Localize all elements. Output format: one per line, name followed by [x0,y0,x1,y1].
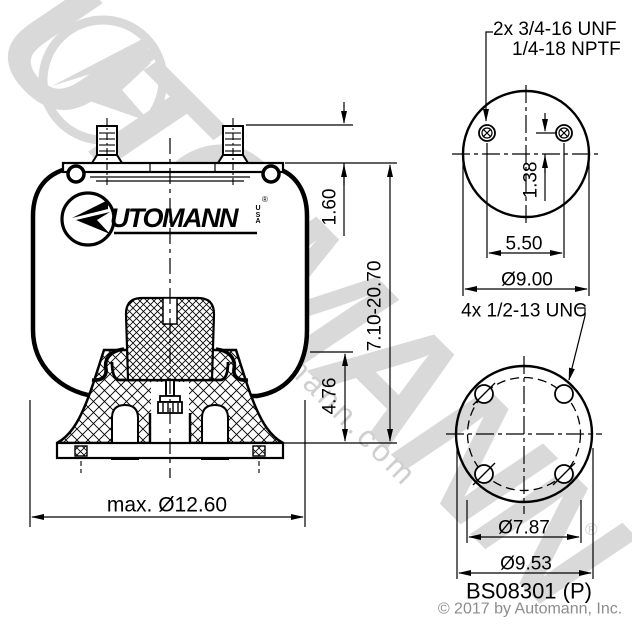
bellows-lobe-left [91,347,125,382]
logo-usa-text: USA [255,205,261,225]
unc-leader-line [568,315,586,381]
part-number: BS08301 (P) [466,578,592,604]
right-bead-roll [261,164,281,184]
dim-piston-height-label: 4.76 [319,377,341,415]
bolt-holes [472,382,576,486]
dim-plate-diameter-label: Ø9.00 [501,269,553,291]
dim-port-offset-label: 1.38 [520,161,542,199]
side-view-dimensions [29,102,397,527]
copyright-text: © 2017 by Automann, Inc. [437,600,623,618]
left-bead-roll [66,164,86,184]
dim-overall-height-label: 7.10-20.70 [364,260,386,352]
watermark-registered-icon: ® [585,520,598,539]
dim-stud-spacing-label: 5.50 [505,233,543,255]
unc-leader-hook [577,307,586,316]
dim-max-diameter-label: max. Ø12.60 [106,493,228,517]
logo-wordmark: UTOMANN [110,203,239,233]
side-view [30,118,310,478]
automann-logo-mark [60,191,257,247]
dim-stud-height-label: 1.60 [319,188,341,226]
watermark-arrow-upper [52,36,148,86]
logo-arrow-main [76,212,110,234]
dim-base-diameter-label: Ø9.53 [500,553,552,575]
bellows-lobe-right [215,347,249,382]
callout-leader-hook [485,31,493,36]
unc-callout-label: 4x 1/2-13 UNC [461,300,587,322]
top-plate [61,161,285,184]
top-view-stud-right [555,124,573,142]
top-view-stud-left [478,124,496,142]
base-bolt-left [74,445,88,457]
logo-arrow-upper [72,200,108,218]
logo-registered-icon: ® [262,195,268,204]
piston [56,348,284,460]
dim-bolt-circle-label: Ø7.87 [498,517,550,539]
thread-callout-line2: 1/4-18 NPTF [512,39,621,60]
bottom-view [446,307,602,579]
right-mounting-stud [216,118,250,186]
left-mounting-stud [90,118,124,186]
thread-callout-line1: 2x 3/4-16 UNF [493,19,617,40]
base-bolt-right [252,445,266,457]
watermark-arrow-main [58,62,152,122]
top-view [452,31,601,296]
